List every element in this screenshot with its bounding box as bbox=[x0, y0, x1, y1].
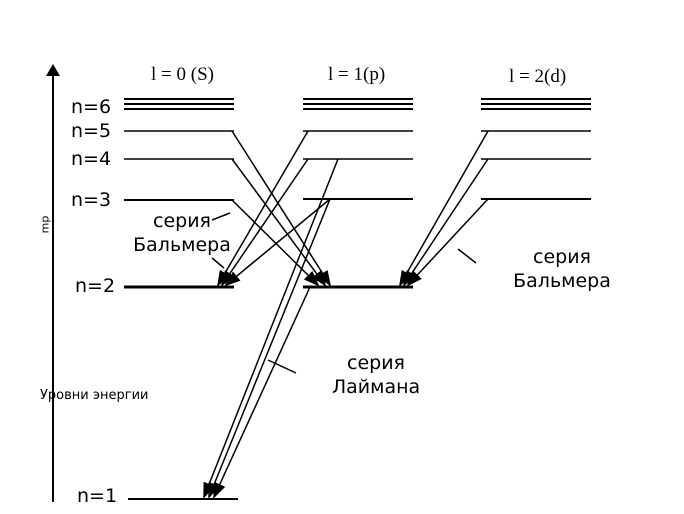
column-header-d: l = 2(d) bbox=[509, 66, 567, 87]
balmer-right-line1: серия bbox=[533, 246, 591, 268]
axis-label: Уровни энергии bbox=[40, 388, 149, 403]
balmer-right-line2: Бальмера bbox=[513, 270, 611, 292]
level-label-n3: n=3 bbox=[71, 189, 112, 211]
levels-s bbox=[124, 98, 238, 500]
balmer-left-line2: Бальмера bbox=[133, 234, 231, 256]
lyman-line1: серия bbox=[347, 352, 405, 374]
lyman-line2: Лаймана bbox=[331, 376, 421, 398]
level-label-n1: n=1 bbox=[77, 485, 118, 507]
levels-d bbox=[481, 98, 591, 200]
column-header-s: l = 0 (S) bbox=[151, 64, 214, 85]
transitions-p-to-2s bbox=[216, 130, 331, 287]
axis-unit: mp bbox=[38, 215, 52, 234]
transitions-s-to-2p bbox=[231, 130, 332, 287]
level-label-n6: n=6 bbox=[71, 96, 112, 118]
level-label-n2: n=2 bbox=[75, 275, 116, 297]
transitions-lyman bbox=[203, 158, 339, 499]
levels-p bbox=[303, 98, 413, 289]
balmer-left-line1: серия bbox=[153, 210, 211, 232]
level-label-n5: n=5 bbox=[71, 120, 112, 142]
level-label-n4: n=4 bbox=[71, 148, 112, 170]
series-label-balmer-right: серия Бальмера bbox=[500, 245, 624, 293]
transitions-d-to-2p bbox=[399, 130, 489, 287]
series-label-lyman: серия Лаймана bbox=[316, 351, 436, 399]
column-header-p: l = 1(p) bbox=[328, 64, 386, 85]
series-leaders bbox=[211, 212, 477, 374]
series-label-balmer-left: серия Бальмера bbox=[120, 209, 244, 257]
